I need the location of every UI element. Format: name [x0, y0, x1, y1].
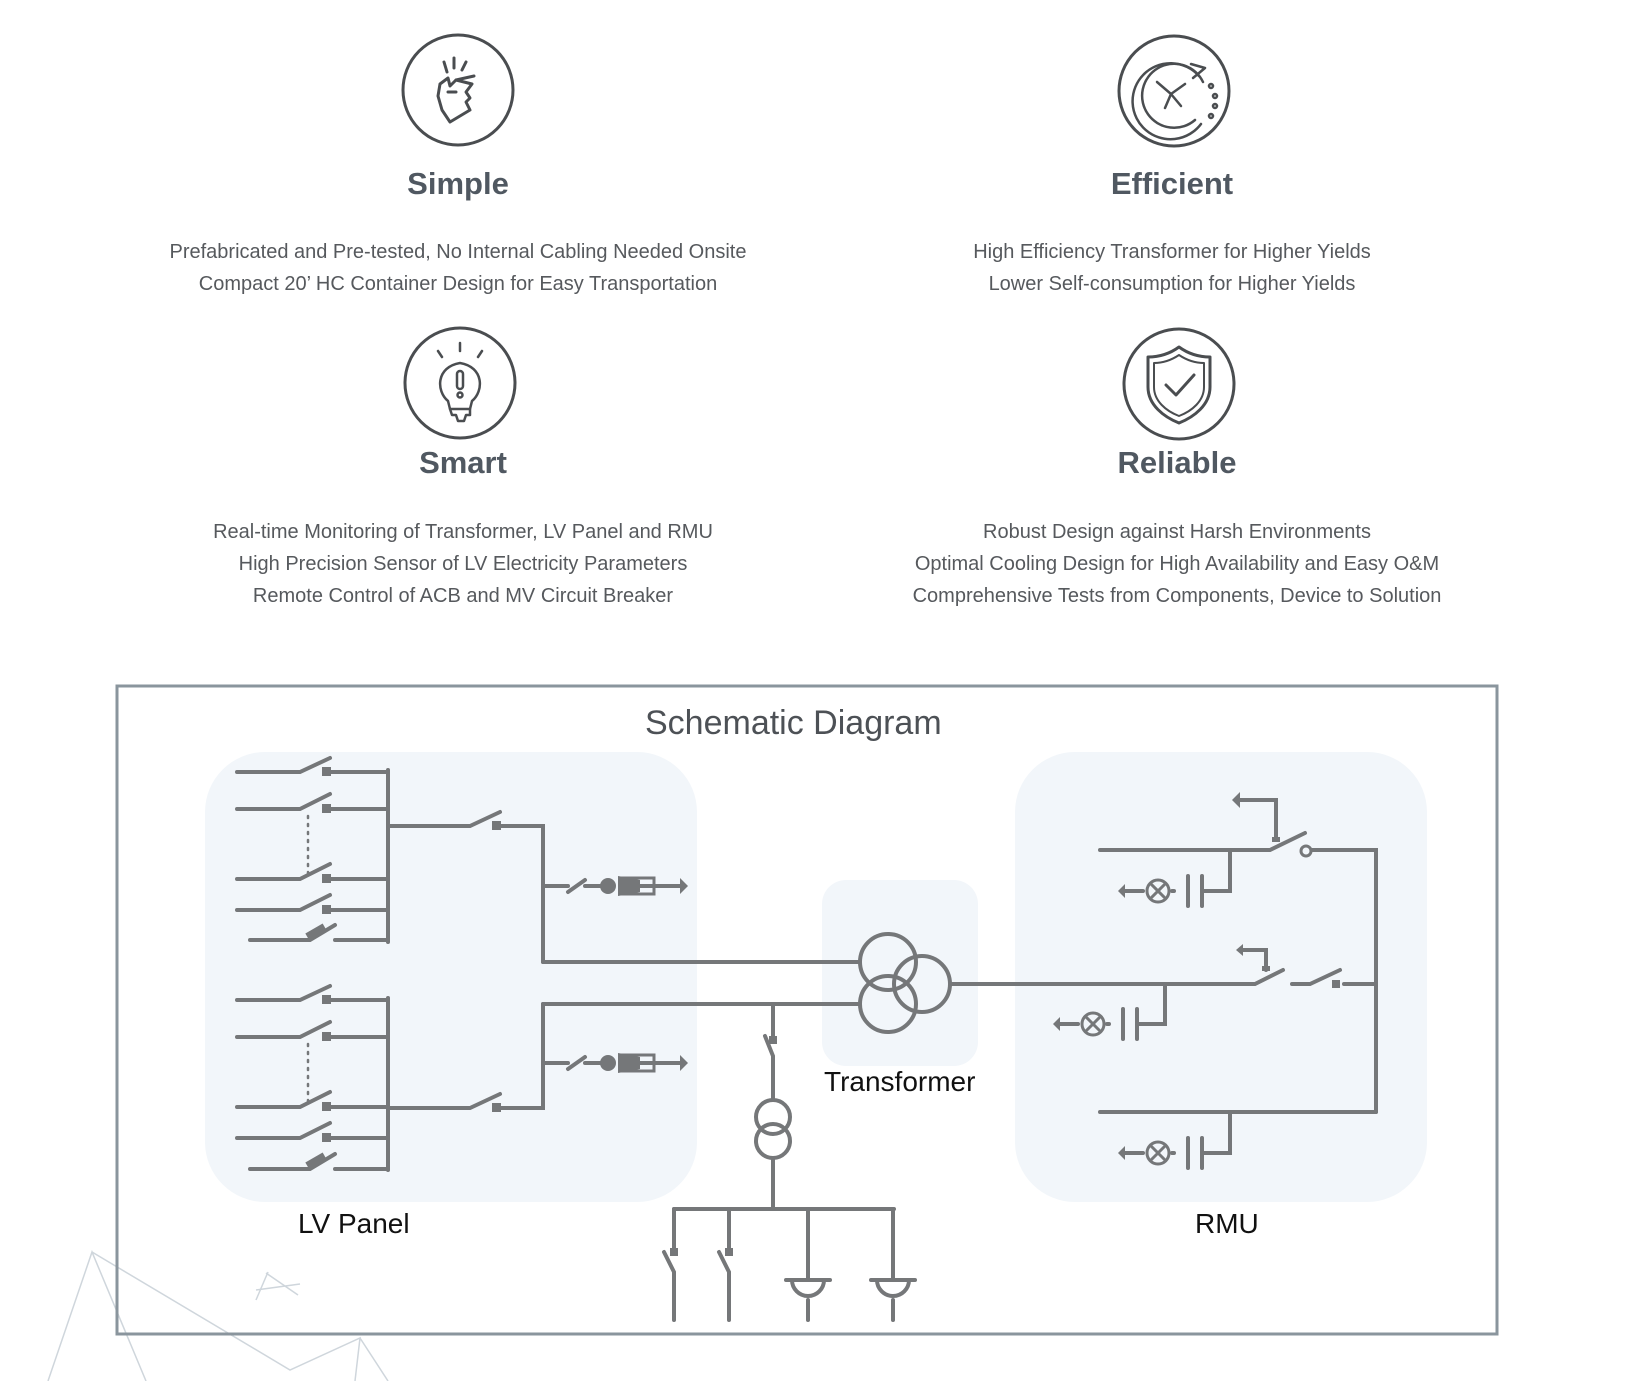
lv-panel-zone — [205, 752, 697, 1202]
feature-line: Optimal Cooling Design for High Availabi… — [914, 553, 1440, 575]
shield-check-icon — [1122, 327, 1236, 441]
feature-description: Real-time Monitoring of Transformer, LV … — [113, 516, 813, 612]
feature-reliable: Reliable Robust Design against Harsh Env… — [827, 320, 1527, 640]
feature-line: High Efficiency Transformer for Higher Y… — [973, 241, 1371, 263]
feature-line: Comprehensive Tests from Components, Dev… — [912, 585, 1442, 607]
meter-box — [618, 876, 656, 896]
decor-line — [255, 1271, 269, 1301]
lv-panel-upper-feeders — [235, 756, 862, 964]
decor-line — [265, 1272, 299, 1296]
feature-smart: Smart Real-time Monitoring of Transforme… — [113, 320, 813, 640]
main-transformer-symbol — [858, 932, 952, 1034]
feature-simple: Simple Prefabricated and Pre-tested, No … — [108, 0, 808, 310]
feature-line: Prefabricated and Pre-tested, No Interna… — [169, 241, 747, 263]
feature-line: Compact 20’ HC Container Design for Easy… — [198, 273, 718, 295]
feature-description: Robust Design against Harsh Environments… — [827, 516, 1527, 612]
feature-title: Simple — [407, 166, 509, 201]
indicator-lamps — [1080, 878, 1171, 1166]
output-symbols — [600, 792, 1340, 1256]
finger-snap-icon — [401, 33, 515, 147]
lv-panel-label: LV Panel — [298, 1208, 410, 1239]
decor-line — [255, 1283, 301, 1291]
lv-panel-lower-feeders — [235, 984, 862, 1172]
decor-line — [91, 1251, 361, 1381]
rmu-zone — [1015, 752, 1427, 1202]
clock-refresh-icon — [1117, 34, 1231, 148]
rmu-label: RMU — [1195, 1208, 1259, 1239]
feature-line: Robust Design against Harsh Environments — [983, 521, 1371, 543]
meter-box — [618, 1053, 656, 1073]
feature-description: High Efficiency Transformer for Higher Y… — [822, 236, 1522, 300]
transformer-label: Transformer — [824, 1066, 976, 1097]
feature-line: High Precision Sensor of LV Electricity … — [238, 553, 688, 575]
feature-line: Lower Self-consumption for Higher Yields — [988, 273, 1356, 295]
feature-description: Prefabricated and Pre-tested, No Interna… — [108, 236, 808, 300]
breaker-marks — [305, 767, 501, 1171]
feature-line: Real-time Monitoring of Transformer, LV … — [213, 521, 713, 543]
earthing-switch-contact — [1299, 844, 1313, 858]
transformer-zone — [822, 880, 978, 1066]
feature-efficient: Efficient High Efficiency Transformer fo… — [822, 0, 1522, 310]
decor-line — [359, 1337, 389, 1381]
lightbulb-icon — [403, 326, 517, 440]
load-symbols — [790, 1279, 911, 1298]
feature-title: Reliable — [1117, 445, 1237, 480]
schematic-frame — [115, 684, 1499, 1336]
feature-line: Remote Control of ACB and MV Circuit Bre… — [252, 585, 674, 607]
feature-title: Efficient — [1110, 166, 1234, 201]
feature-title: Smart — [419, 445, 507, 480]
rmu-circuits — [1058, 798, 1378, 1170]
auxiliary-transformer-symbol — [754, 1098, 792, 1160]
schematic-title: Schematic Diagram — [645, 704, 942, 742]
